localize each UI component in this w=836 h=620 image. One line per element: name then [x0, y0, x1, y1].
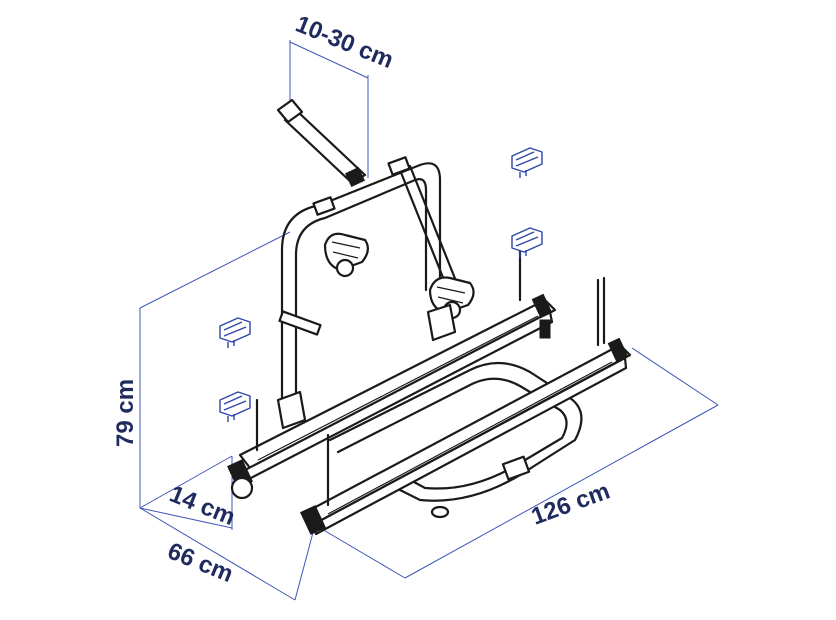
base-foot [430, 505, 450, 519]
wall-bracket-left-lower [219, 391, 251, 422]
base-clamp [501, 455, 531, 481]
wall-bracket-left-upper [219, 317, 251, 348]
width-guide [294, 524, 316, 601]
width-label: 66 cm [164, 538, 237, 589]
hinge-left [276, 390, 307, 430]
front-rail [300, 276, 632, 536]
length-dimension-line [404, 404, 719, 579]
post-clip [278, 310, 322, 336]
arm-dimension-line [289, 41, 369, 79]
width-dimension-line [139, 507, 296, 601]
height-label: 79 cm [112, 379, 139, 447]
depth-dimension-line [139, 507, 233, 529]
wall-bracket-top-right [511, 147, 543, 178]
rail-connector [539, 319, 551, 339]
frame-left-post-inner [294, 178, 428, 407]
base-frame-loop [328, 361, 583, 502]
dimension-lines [139, 40, 719, 601]
frame-collar-right [387, 156, 411, 176]
arm-end-cap [276, 98, 304, 124]
length-guide-right [631, 347, 719, 406]
bike-rack [227, 98, 632, 536]
arm-range-label: 10-30 cm [292, 11, 397, 75]
diagonal-strap [398, 164, 460, 292]
height-guide-bottom [139, 455, 233, 509]
base-frame-loop-inner [336, 377, 568, 490]
height-guide-top [139, 231, 291, 309]
arm-joint [345, 167, 365, 187]
frame-collar-left [312, 196, 336, 216]
depth-label: 14 cm [166, 481, 239, 532]
length-guide-left [314, 524, 406, 579]
wall-bracket-mid-right [511, 227, 543, 258]
hinge-right [426, 303, 457, 342]
length-label: 126 cm [528, 477, 614, 530]
rear-rail [227, 248, 557, 500]
upper-wheel-cradle-left [323, 232, 369, 278]
